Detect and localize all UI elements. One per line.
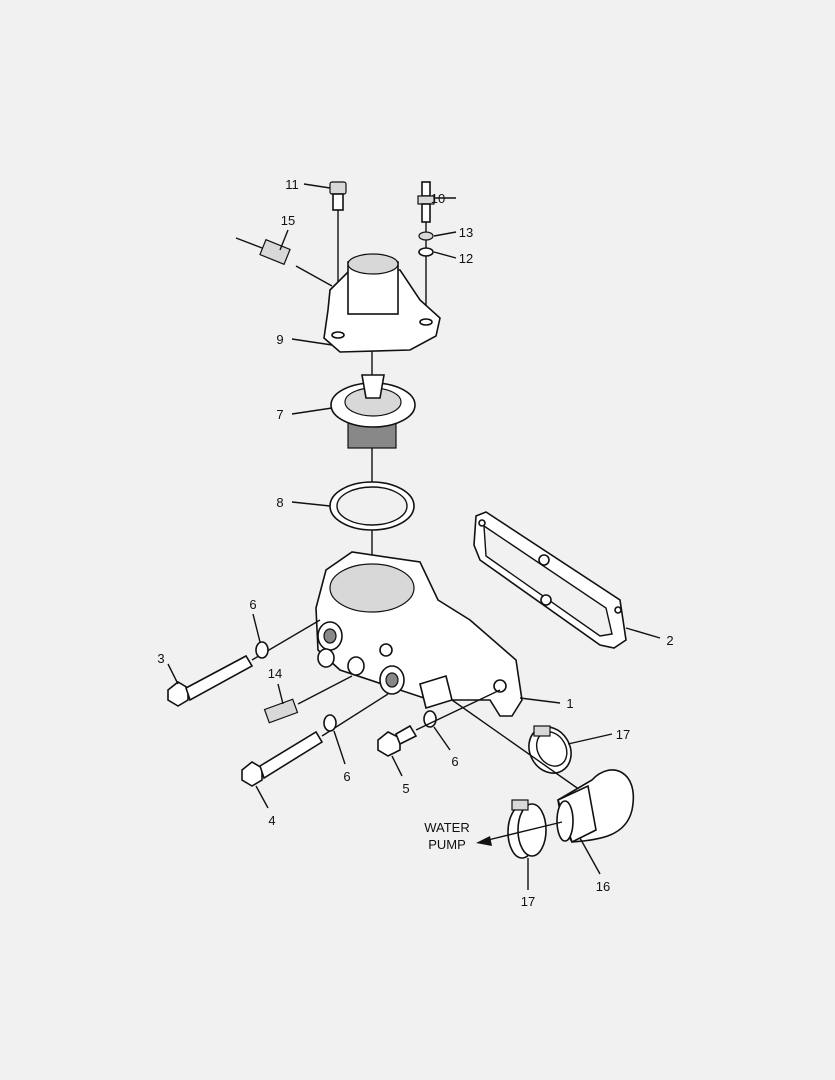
callout-6: 6 [451,754,458,769]
hose-clamp-17-lower [507,799,547,859]
callout-8: 8 [276,495,283,510]
gasket-2 [473,511,627,649]
callout-12: 12 [459,251,473,266]
water-pump-label-line2: PUMP [428,837,466,852]
sensor-15 [235,237,333,287]
hose-clamp-17-upper [528,725,572,774]
callout-11: 11 [285,177,299,192]
callout-14: 14 [268,666,282,681]
thermostat-housing-9 [323,253,441,353]
water-outlet-housing-1 [315,551,523,717]
bolt-5 [377,724,418,757]
callout-17: 17 [521,894,535,909]
washer-13 [418,231,434,241]
callout-9: 9 [276,332,283,347]
callout-13: 13 [459,225,473,240]
callout-4: 4 [268,813,275,828]
callout-17: 17 [616,727,630,742]
callout-6: 6 [249,597,256,612]
callout-1: 1 [566,696,573,711]
bolt-3 [167,619,321,707]
thermostat-7 [330,374,416,449]
callout-2: 2 [666,633,673,648]
hose-16 [556,769,635,844]
callout-5: 5 [402,781,409,796]
callout-10: 10 [431,191,445,206]
callout-3: 3 [157,651,164,666]
leader-lines [167,183,661,890]
washer-6a [255,641,269,659]
water-pump-label-line1: WATER [424,820,470,835]
seal-ring-8 [329,481,415,531]
callout-7: 7 [276,407,283,422]
callout-16: 16 [596,879,610,894]
washer-12 [418,247,434,257]
bolt-4 [241,693,389,787]
callout-6: 6 [343,769,350,784]
callout-labels: 11 10 13 12 15 9 7 8 2 6 3 14 1 17 6 6 5 4 16 17 [157,177,673,909]
washer-6c [423,710,437,728]
water-pump-arrow [476,821,563,846]
sensor-14 [263,675,353,724]
callout-15: 15 [281,213,295,228]
washer-6b [323,714,337,732]
